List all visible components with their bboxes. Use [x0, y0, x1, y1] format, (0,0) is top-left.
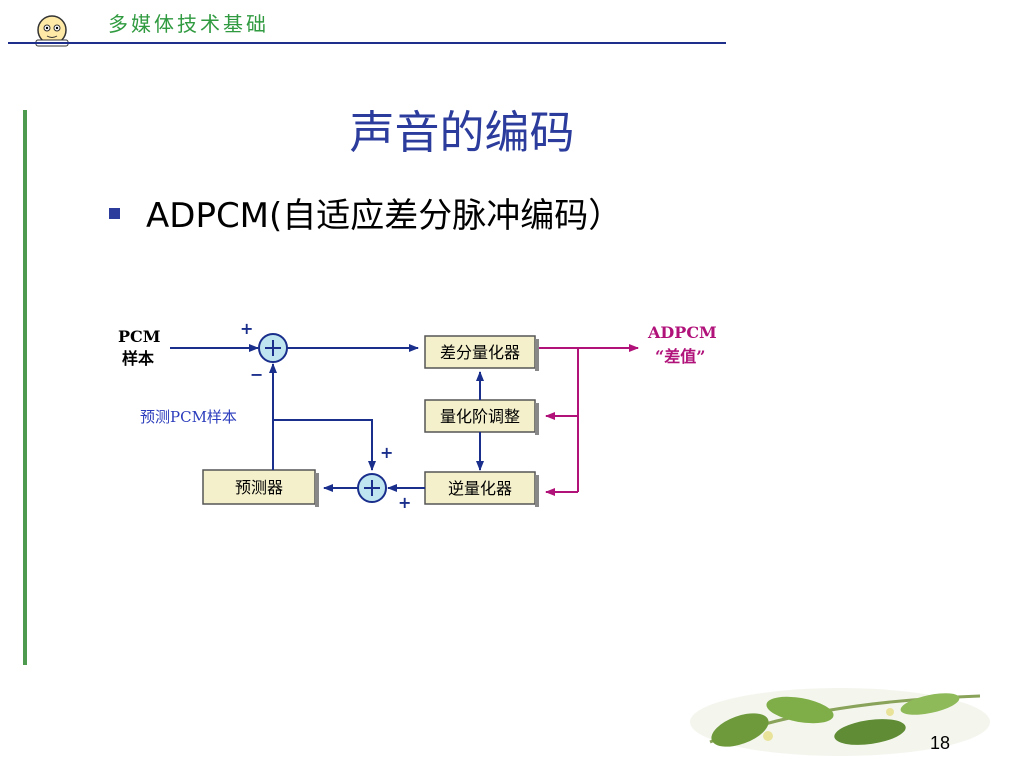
inverse-quantizer-label: 逆量化器: [448, 479, 512, 498]
predictor-label: 预测器: [235, 478, 283, 497]
output-label-adpcm: ADPCM: [647, 323, 717, 342]
quantizer-block: [424, 335, 539, 371]
sum1-minus-sign: −: [250, 365, 263, 384]
sum-node-1: [258, 333, 288, 363]
predicted-sample-label: 预测PCM样本: [140, 408, 237, 426]
left-accent-bar: [23, 110, 27, 665]
quantizer-label: 差分量化器: [440, 343, 520, 362]
inverse-quantizer-block: [424, 471, 539, 507]
slide-title: 声音的编码: [349, 106, 575, 159]
header-divider: [8, 42, 726, 44]
input-label-pcm: PCM: [118, 327, 160, 346]
decorative-leaves-image: [690, 688, 990, 756]
predictor-block: [202, 469, 319, 507]
sum2-right-plus-sign: +: [398, 493, 411, 512]
step-adjust-label: 量化阶调整: [440, 407, 520, 426]
sum1-plus-sign: +: [240, 319, 253, 338]
step-adjust-block: [424, 399, 539, 435]
input-label-samples: 样本: [122, 349, 154, 368]
page-number: 18: [930, 733, 951, 753]
sum2-top-plus-sign: +: [380, 443, 393, 462]
sum-node-2: [357, 473, 387, 503]
adpcm-block-diagram: PCM 样本 + − 差分量化器 ADPCM “差值” 量化阶调整 逆量化器: [118, 319, 717, 512]
bullet-square-icon: [109, 208, 120, 219]
bullet-text: ADPCM(自适应差分脉冲编码）: [146, 196, 623, 236]
mascot-logo: [35, 15, 69, 47]
predicted-to-sum2-line: [273, 419, 376, 471]
output-label-diff: “差值”: [655, 347, 705, 366]
header-title: 多媒体技术基础: [108, 12, 269, 36]
